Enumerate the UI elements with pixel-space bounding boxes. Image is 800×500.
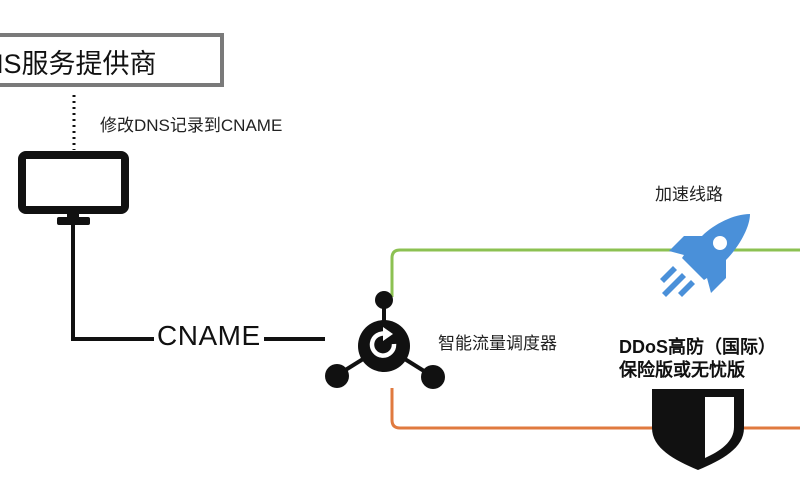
accel-line (390, 248, 800, 297)
dns-provider-label: NS服务提供商 (0, 49, 157, 79)
ddos-label-line2: 保险版或无忧版 (619, 360, 745, 380)
monitor-icon (18, 151, 129, 225)
ddos-label-line1: DDoS高防（国际） (619, 337, 776, 357)
modify-dns-label: 修改DNS记录到CNAME (100, 116, 283, 135)
cname-label: CNAME (154, 320, 264, 352)
ddos-line (390, 388, 800, 430)
refresh-hub-icon (325, 291, 445, 389)
ddos-label: DDoS高防（国际） 保险版或无忧版 (619, 336, 776, 382)
shield-icon (652, 389, 744, 470)
scheduler-label: 智能流量调度器 (438, 334, 557, 353)
dns-provider-box: NS服务提供商 (0, 33, 224, 87)
rocket-icon (660, 214, 750, 297)
accel-route-label: 加速线路 (655, 185, 723, 204)
